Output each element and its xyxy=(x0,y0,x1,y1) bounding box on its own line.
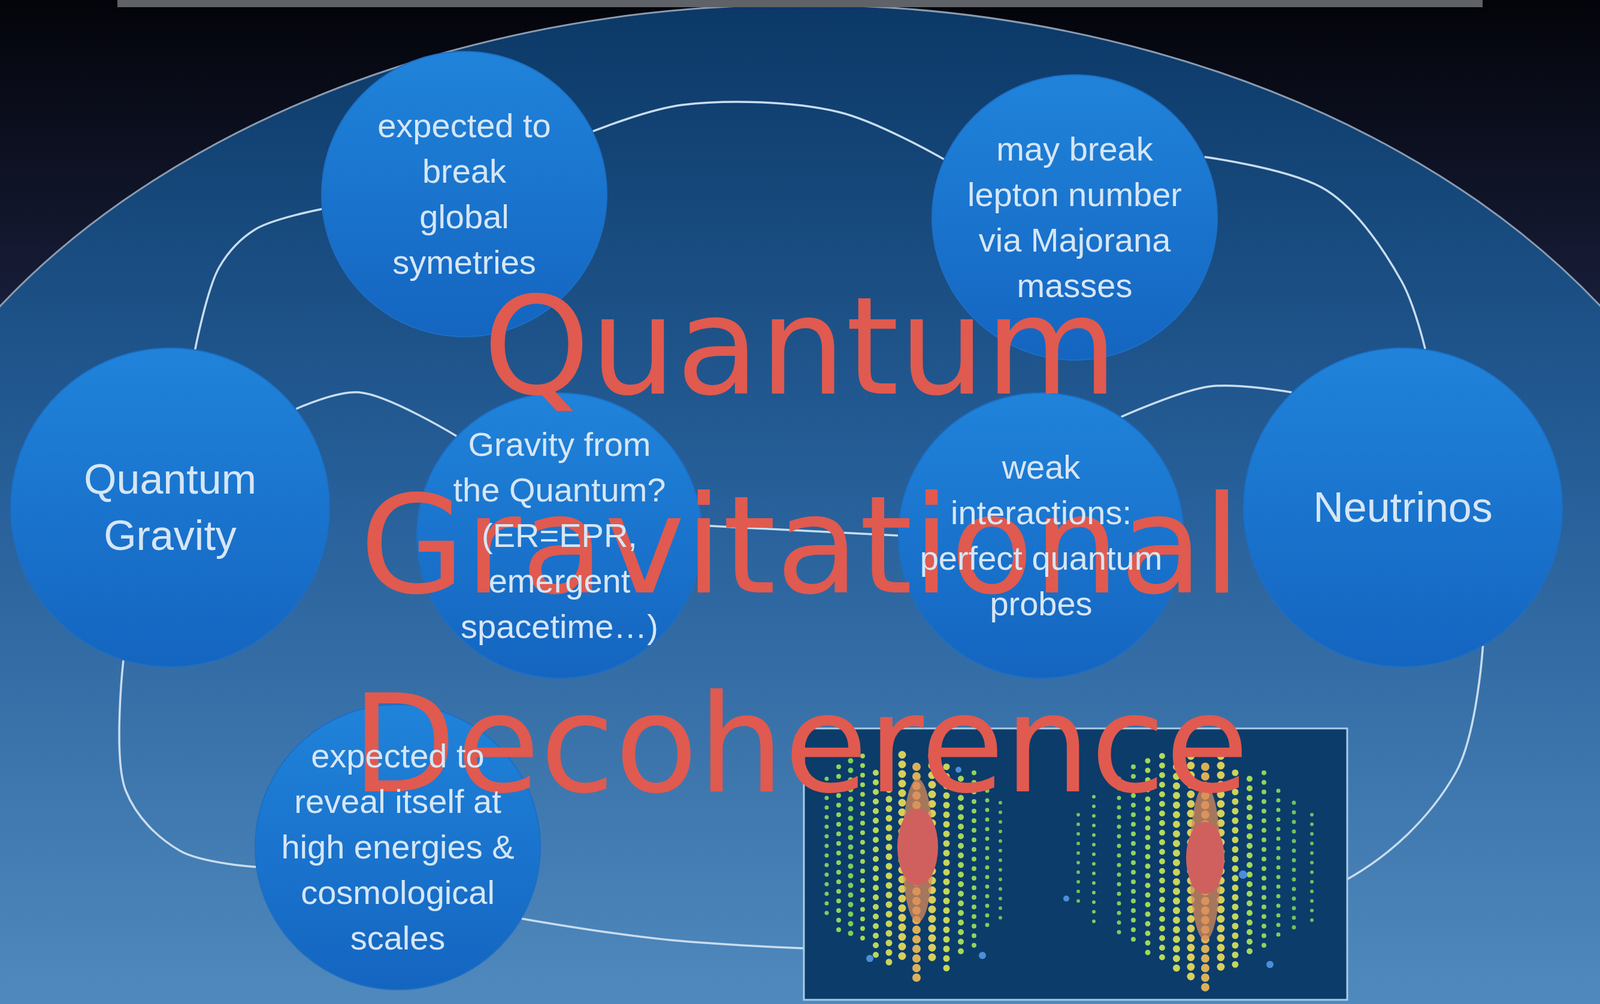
circle-fill xyxy=(321,51,607,337)
circle-fill xyxy=(898,392,1184,679)
hit-dot xyxy=(955,766,962,773)
circle-outline xyxy=(10,347,331,668)
hit-column xyxy=(1232,772,1239,971)
hit-column xyxy=(836,766,842,935)
hit-column xyxy=(1310,814,1314,923)
circle-outline xyxy=(931,74,1218,361)
circle-fill xyxy=(255,704,541,990)
event-display-frame xyxy=(803,728,1348,1000)
circle-label: Gravity from the Quantum? (ER=EPR, emerg… xyxy=(445,421,674,650)
topic-circle: expected to break global symetries xyxy=(321,50,608,338)
hit-column xyxy=(824,778,830,923)
top-bar xyxy=(117,0,1483,8)
hit-column xyxy=(1276,790,1281,941)
hit-column xyxy=(1261,772,1267,953)
background-ellipse xyxy=(0,4,1600,1004)
circle-outline xyxy=(321,50,608,338)
circle-label: may break lepton number via Majorana mas… xyxy=(963,126,1186,309)
hit-dot xyxy=(978,951,986,960)
circle-label: Quantum Gravity xyxy=(62,451,278,564)
hit-column xyxy=(1292,802,1297,935)
hit-column xyxy=(943,766,951,971)
topic-circle: weak interactions: perfect quantum probe… xyxy=(897,392,1185,679)
circle-label: weak interactions: perfect quantum probe… xyxy=(917,444,1166,627)
connector-line xyxy=(119,660,256,867)
hub-circle: Quantum Gravity xyxy=(10,347,331,668)
topic-circle: expected to reveal itself at high energi… xyxy=(254,703,541,991)
circle-outline xyxy=(897,392,1185,679)
circle-fill xyxy=(932,74,1218,361)
hit-column xyxy=(1130,766,1136,947)
hit-column xyxy=(848,760,854,941)
topic-circle: Gravity from the Quantum? (ER=EPR, emerg… xyxy=(416,392,703,679)
hit-column xyxy=(860,755,865,947)
charge-deposit xyxy=(897,808,939,886)
hit-column xyxy=(985,790,990,935)
connector-line xyxy=(195,209,323,350)
hit-column xyxy=(1246,778,1253,959)
hit-column xyxy=(885,760,893,971)
hit-column xyxy=(1172,766,1181,977)
circle-fill xyxy=(416,392,703,679)
hit-column xyxy=(1092,796,1096,929)
connector-line xyxy=(1204,156,1426,350)
hit-column xyxy=(998,802,1003,923)
circle-label: Neutrinos xyxy=(1295,479,1511,536)
hit-column xyxy=(1117,778,1122,935)
hit-column xyxy=(957,778,964,959)
circle-fill xyxy=(10,348,330,667)
connector-line xyxy=(1121,385,1293,417)
hit-dot xyxy=(1238,870,1248,879)
hub-circle: Neutrinos xyxy=(1242,347,1563,668)
hit-column xyxy=(1145,760,1151,959)
hit-dot xyxy=(1063,895,1070,902)
hit-dot xyxy=(866,954,874,963)
connector-line xyxy=(593,101,945,160)
connector-line xyxy=(702,525,898,536)
hit-column xyxy=(1076,814,1081,911)
circle-label: expected to break global symetries xyxy=(374,103,555,286)
circle-label: expected to reveal itself at high energi… xyxy=(277,733,518,961)
connector-line xyxy=(295,392,457,437)
circle-fill xyxy=(1243,348,1563,667)
charge-deposit xyxy=(1186,821,1225,894)
hit-column xyxy=(1159,755,1166,965)
hit-column xyxy=(872,772,879,959)
hit-dot xyxy=(1266,960,1274,969)
topic-circle: may break lepton number via Majorana mas… xyxy=(931,74,1218,361)
hit-column xyxy=(971,772,977,947)
